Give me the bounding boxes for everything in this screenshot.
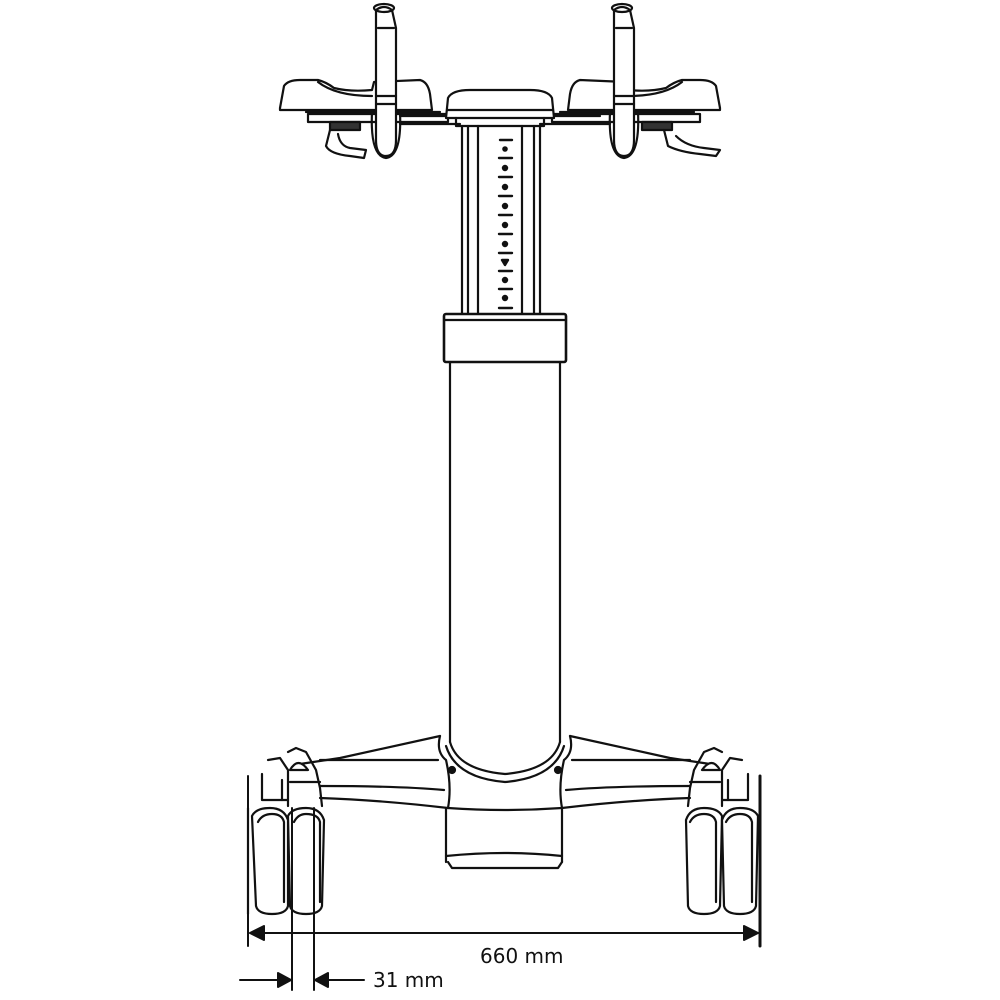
center-cap (398, 88, 612, 128)
dimension-overall-width (247, 774, 762, 948)
column-collar (442, 312, 568, 364)
left-tray (278, 78, 450, 160)
dimension-caster-offset (239, 807, 365, 991)
caster-offset-label: 31 mm (373, 968, 444, 992)
right-handle (608, 2, 640, 160)
right-caster-pair (684, 746, 760, 916)
height-scale-column (460, 124, 542, 316)
main-column (448, 360, 562, 744)
left-caster-pair (246, 746, 326, 916)
scale-marks (497, 138, 514, 310)
overall-width-label: 660 mm (480, 944, 564, 968)
base-frame (298, 734, 712, 870)
left-handle (370, 2, 402, 160)
